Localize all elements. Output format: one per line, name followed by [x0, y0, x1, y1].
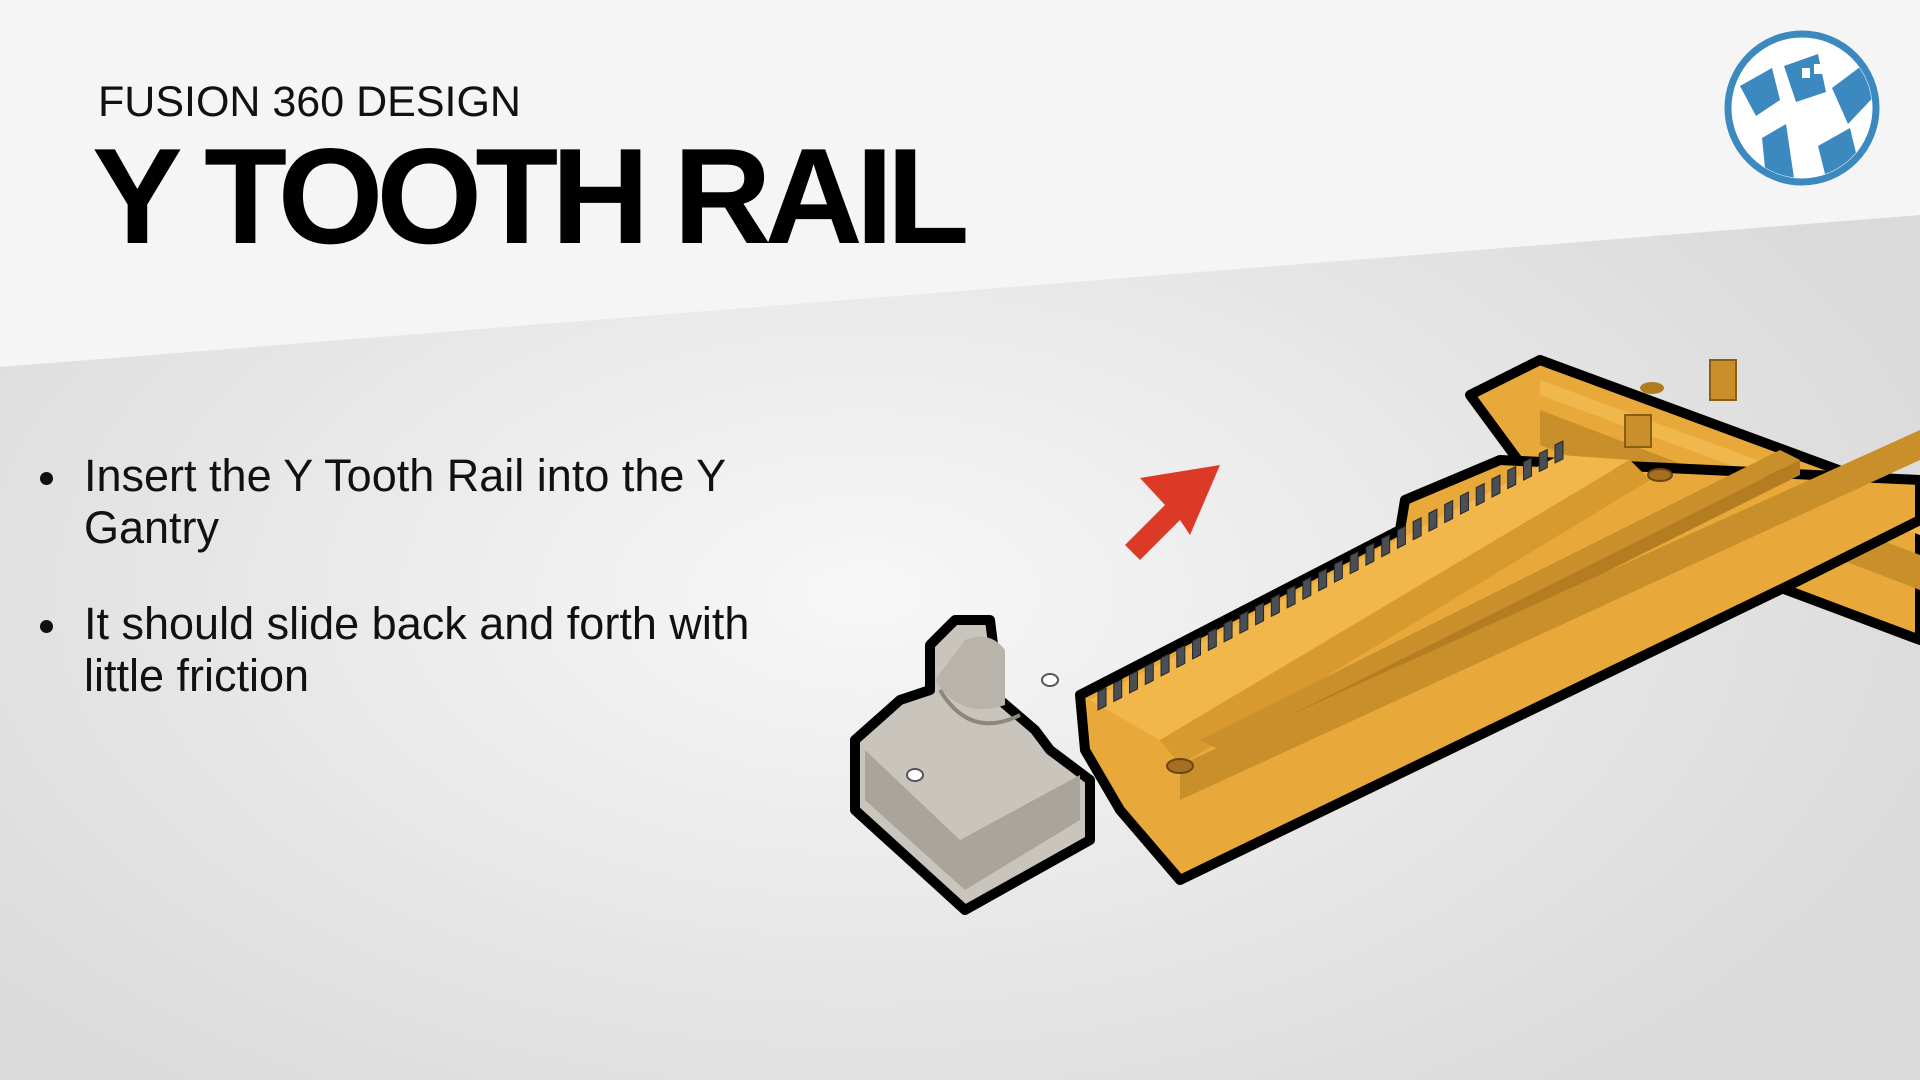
- slide-title: Y TOOTH RAIL: [92, 120, 970, 272]
- bullet-dot-icon: [40, 620, 53, 633]
- rack-tooth: [1160, 653, 1170, 677]
- rack-tooth: [1144, 661, 1154, 686]
- rack-tooth: [1192, 636, 1202, 660]
- bullet-text: Insert the Y Tooth Rail into the Y Gantr…: [84, 450, 726, 553]
- rack-tooth: [1522, 457, 1532, 481]
- rail-assembly-illustration: [850, 355, 1920, 915]
- rack-tooth: [1349, 550, 1359, 575]
- rack-tooth: [1538, 448, 1548, 473]
- rack-tooth: [1475, 482, 1485, 507]
- rack-tooth: [1318, 567, 1328, 592]
- bullet-text: It should slide back and forth with litt…: [84, 598, 750, 701]
- rack-tooth: [1365, 542, 1375, 567]
- brand-logo-icon: [1724, 30, 1880, 186]
- bullet-list: Insert the Y Tooth Rail into the Y Gantr…: [40, 450, 820, 746]
- bullet-dot-icon: [40, 472, 53, 485]
- arrow-up-right-icon: [1125, 465, 1220, 560]
- rack-tooth: [1270, 593, 1280, 618]
- rack-tooth: [1396, 525, 1406, 549]
- rack-tooth: [1428, 508, 1438, 532]
- rack-tooth: [1302, 576, 1312, 601]
- bearing-bracket: [850, 615, 1095, 915]
- bullet-item: It should slide back and forth with litt…: [40, 598, 820, 702]
- rack-tooth: [1176, 644, 1186, 669]
- rack-tooth: [1129, 670, 1139, 694]
- rack-tooth: [1113, 678, 1123, 703]
- rack-tooth: [1444, 499, 1454, 524]
- slide-subtitle: FUSION 360 DESIGN: [98, 78, 521, 126]
- rack-tooth: [1381, 533, 1391, 558]
- y-tooth-rail: [1075, 430, 1920, 885]
- rack-tooth: [1459, 491, 1469, 515]
- rack-tooth: [1223, 619, 1233, 643]
- rack-tooth: [1507, 465, 1517, 490]
- rail-teeth: [1097, 440, 1564, 711]
- rack-tooth: [1554, 440, 1564, 464]
- rack-tooth: [1333, 559, 1343, 584]
- rack-tooth: [1239, 610, 1249, 635]
- rack-tooth: [1286, 584, 1296, 609]
- rack-tooth: [1255, 602, 1265, 626]
- rack-tooth: [1412, 516, 1422, 541]
- rack-tooth: [1491, 474, 1501, 498]
- bullet-item: Insert the Y Tooth Rail into the Y Gantr…: [40, 450, 820, 554]
- rack-tooth: [1207, 627, 1217, 652]
- rack-tooth: [1097, 687, 1107, 711]
